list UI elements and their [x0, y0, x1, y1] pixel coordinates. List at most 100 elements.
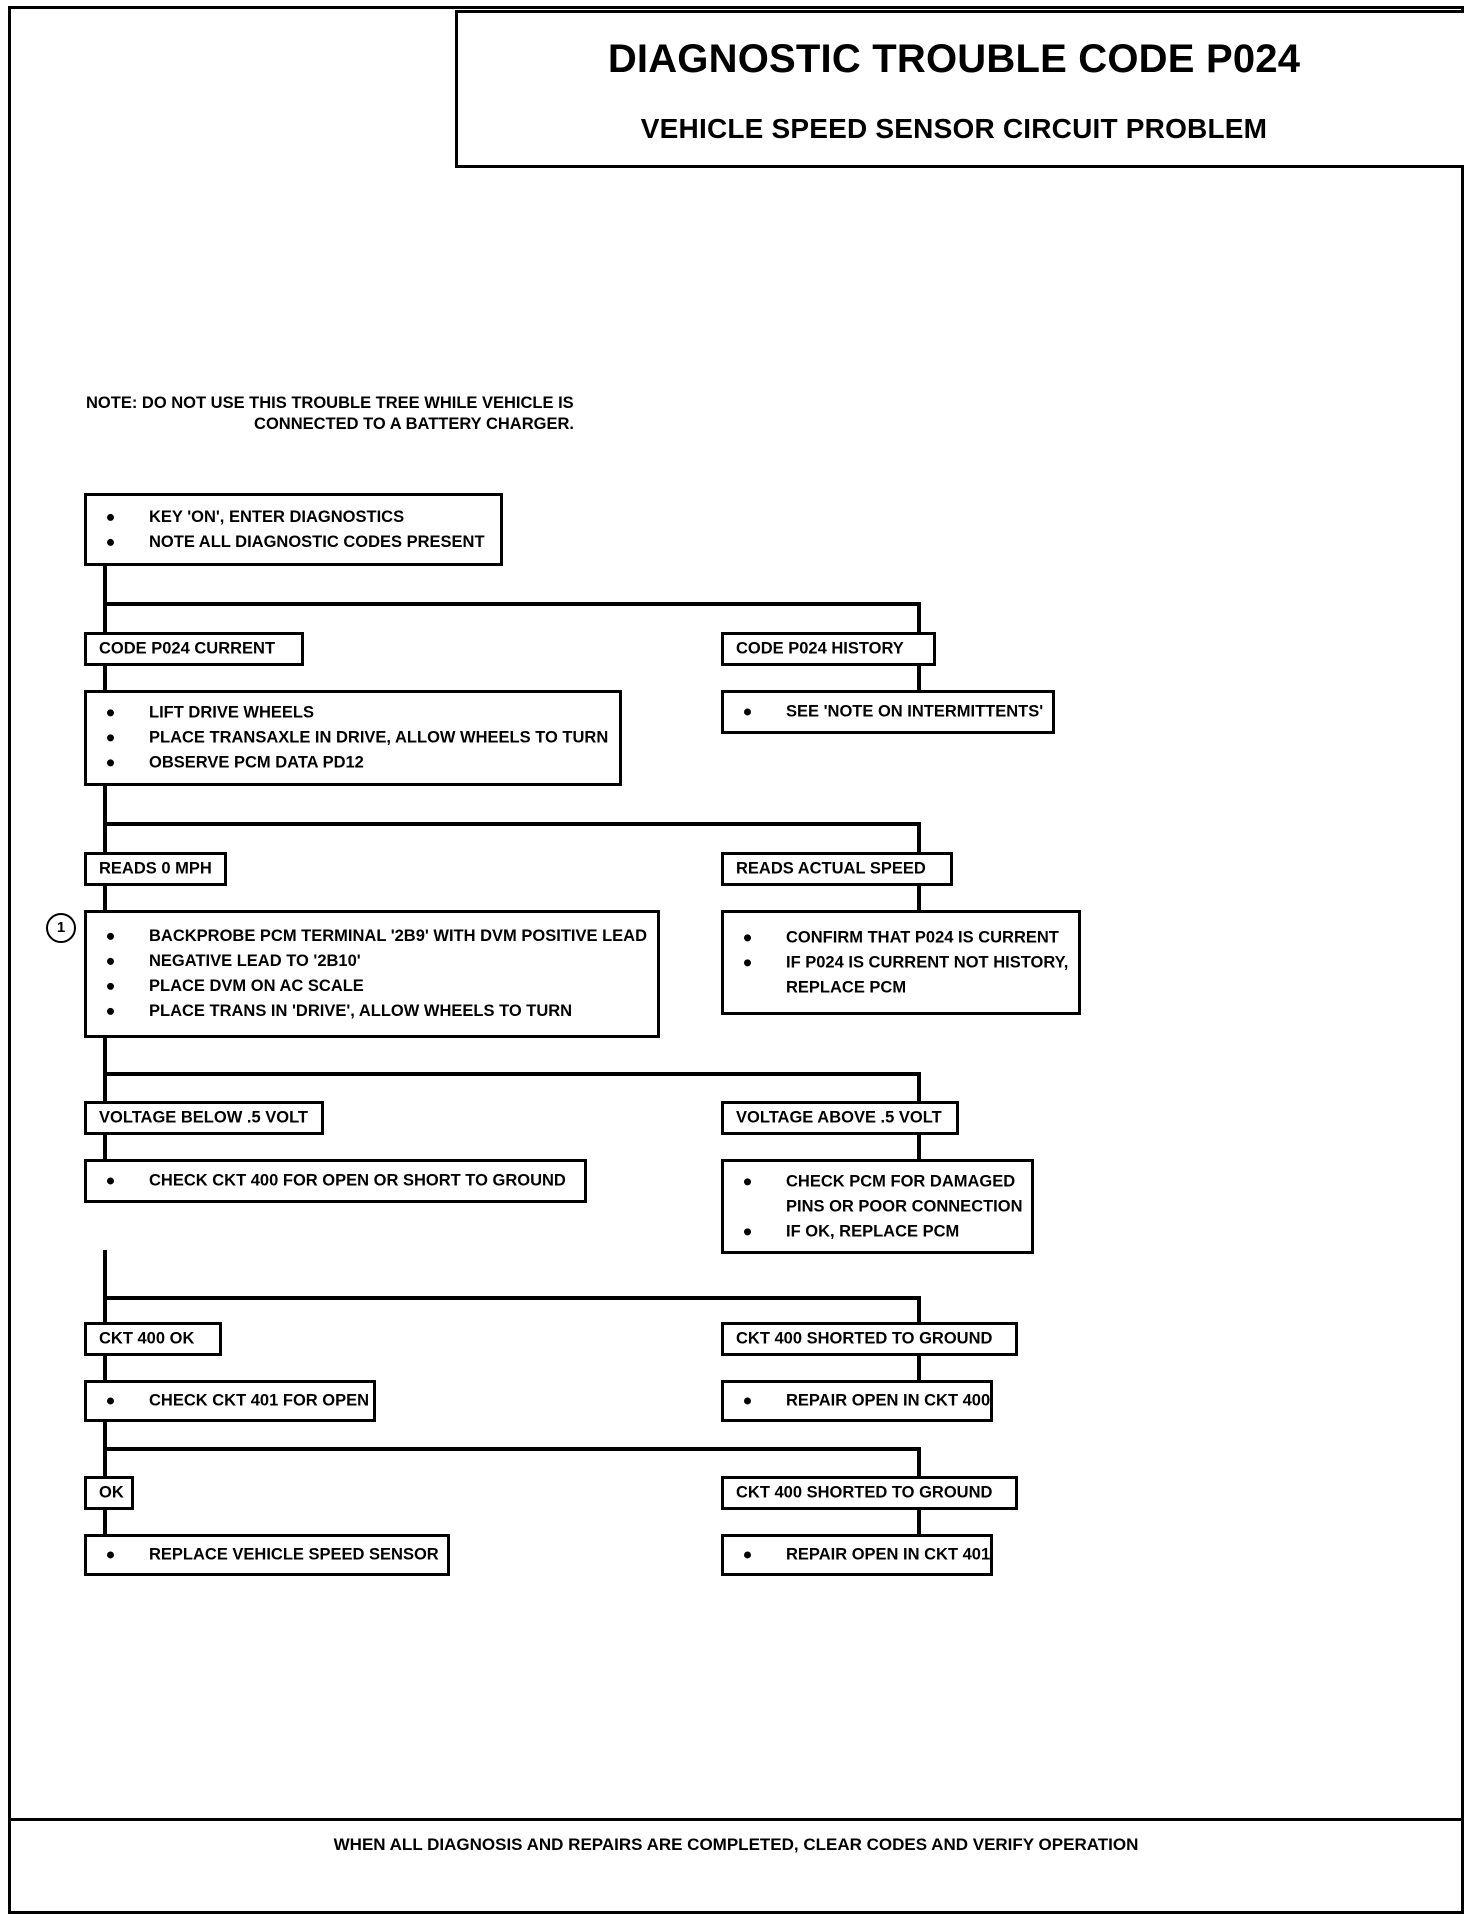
connector-bus-4-right-down	[917, 1296, 921, 1326]
decision-reads-actual-speed[interactable]: READS ACTUAL SPEED	[721, 852, 953, 886]
bullet-dot-icon	[744, 1551, 751, 1559]
list-item: PLACE TRANSAXLE IN DRIVE, ALLOW WHEELS T…	[101, 725, 613, 750]
list-item: REPLACE VEHICLE SPEED SENSOR	[101, 1542, 441, 1567]
list-item: LIFT DRIVE WHEELS	[101, 700, 613, 725]
decision-reads-0-mph[interactable]: READS 0 MPH	[84, 852, 227, 886]
bullet-dot-icon	[744, 958, 751, 966]
check-ckt400-bullet-list: CHECK CKT 400 FOR OPEN OR SHORT TO GROUN…	[101, 1168, 578, 1193]
connector-shortedb-to-repair401	[917, 1508, 921, 1536]
backprobe-bullet-list: BACKPROBE PCM TERMINAL '2B9' WITH DVM PO…	[101, 924, 651, 1024]
decision-ok[interactable]: OK	[84, 1476, 134, 1510]
list-item: CONFIRM THAT P024 IS CURRENT	[738, 925, 1072, 950]
step-repair-open-ckt401[interactable]: REPAIR OPEN IN CKT 401	[721, 1534, 993, 1576]
list-item: BACKPROBE PCM TERMINAL '2B9' WITH DVM PO…	[101, 924, 651, 949]
box-label: READS ACTUAL SPEED	[736, 859, 926, 878]
bullet-dot-icon	[107, 932, 114, 940]
bullet-dot-icon	[107, 1551, 114, 1559]
page-border	[8, 6, 1464, 1914]
footer-text: WHEN ALL DIAGNOSIS AND REPAIRS ARE COMPL…	[333, 1835, 1139, 1854]
list-item: CHECK CKT 401 FOR OPEN	[101, 1388, 369, 1413]
step-see-note-intermittents[interactable]: SEE 'NOTE ON INTERMITTENTS'	[721, 690, 1055, 734]
connector-voltabove-to-checkpcm	[917, 1133, 921, 1161]
page-title: DIAGNOSTIC TROUBLE CODE P024	[607, 37, 1301, 81]
step-check-ckt400[interactable]: CHECK CKT 400 FOR OPEN OR SHORT TO GROUN…	[84, 1159, 587, 1203]
list-item: NEGATIVE LEAD TO '2B10'	[101, 949, 651, 974]
step-backprobe-pcm[interactable]: BACKPROBE PCM TERMINAL '2B9' WITH DVM PO…	[84, 910, 660, 1038]
bullet-dot-icon	[744, 1177, 751, 1185]
connector-bus-1	[103, 602, 921, 606]
bullet-dot-icon	[744, 933, 751, 941]
connector-bus-1-right-down	[917, 602, 921, 636]
list-item: KEY 'ON', ENTER DIAGNOSTICS	[101, 504, 494, 529]
box-label: VOLTAGE ABOVE .5 VOLT	[736, 1108, 942, 1127]
list-item: CHECK CKT 400 FOR OPEN OR SHORT TO GROUN…	[101, 1168, 578, 1193]
list-item-continuation: PINS OR POOR CONNECTION	[786, 1196, 1023, 1215]
start-bullet-list: KEY 'ON', ENTER DIAGNOSTICS NOTE ALL DIA…	[101, 504, 494, 554]
list-item: PLACE DVM ON AC SCALE	[101, 974, 651, 999]
connector-bus-5-right-down	[917, 1447, 921, 1479]
decision-code-p024-history[interactable]: CODE P024 HISTORY	[721, 632, 936, 666]
list-item: NOTE ALL DIAGNOSTIC CODES PRESENT	[101, 530, 494, 555]
replace-vss-bullet-list: REPLACE VEHICLE SPEED SENSOR	[101, 1542, 441, 1567]
list-item-continuation: REPLACE PCM	[786, 978, 907, 997]
see-note-bullet-list: SEE 'NOTE ON INTERMITTENTS'	[738, 699, 1046, 724]
box-label: CODE P024 HISTORY	[736, 639, 904, 658]
decision-ckt400-shorted-a[interactable]: CKT 400 SHORTED TO GROUND	[721, 1322, 1018, 1356]
connector-start-down	[103, 566, 107, 606]
note-line-2: CONNECTED TO A BATTERY CHARGER.	[254, 414, 574, 433]
repair-401-bullet-list: REPAIR OPEN IN CKT 401	[738, 1542, 990, 1567]
step-lift-drive-wheels[interactable]: LIFT DRIVE WHEELS PLACE TRANSAXLE IN DRI…	[84, 690, 622, 786]
connector-bus-4-left-down	[103, 1296, 107, 1326]
step-replace-vehicle-speed-sensor[interactable]: REPLACE VEHICLE SPEED SENSOR	[84, 1534, 450, 1576]
check-ckt401-bullet-list: CHECK CKT 401 FOR OPEN	[101, 1388, 369, 1413]
list-item: REPAIR OPEN IN CKT 400	[738, 1388, 990, 1413]
decision-ckt400-shorted-b[interactable]: CKT 400 SHORTED TO GROUND	[721, 1476, 1018, 1510]
connector-check401-down	[103, 1408, 107, 1450]
step-confirm-p024[interactable]: CONFIRM THAT P024 IS CURRENT IF P024 IS …	[721, 910, 1081, 1015]
bullet-dot-icon	[107, 709, 114, 717]
list-item: IF P024 IS CURRENT NOT HISTORY,REPLACE P…	[738, 950, 1072, 1000]
box-label: CODE P024 CURRENT	[99, 639, 276, 658]
list-item: PLACE TRANS IN 'DRIVE', ALLOW WHEELS TO …	[101, 999, 651, 1024]
connector-bus-5	[103, 1447, 921, 1451]
connector-bus-3-left-down	[103, 1072, 107, 1104]
connector-bus-5-left-down	[103, 1447, 107, 1479]
connector-bus-3	[103, 1072, 921, 1076]
confirm-bullet-list: CONFIRM THAT P024 IS CURRENT IF P024 IS …	[738, 925, 1072, 1000]
connector-history-to-note	[917, 664, 921, 692]
connector-readsactual-to-confirm	[917, 884, 921, 912]
warning-note: NOTE: DO NOT USE THIS TROUBLE TREE WHILE…	[86, 393, 706, 434]
bullet-dot-icon	[107, 759, 114, 767]
bullet-dot-icon	[744, 1397, 751, 1405]
box-label: CKT 400 SHORTED TO GROUND	[736, 1329, 993, 1348]
connector-ok-to-replacevss	[103, 1508, 107, 1536]
box-label: VOLTAGE BELOW .5 VOLT	[99, 1108, 308, 1127]
connector-bus-3-right-down	[917, 1072, 921, 1104]
page-subtitle: VEHICLE SPEED SENSOR CIRCUIT PROBLEM	[640, 113, 1268, 144]
reference-marker-label: 1	[56, 919, 66, 936]
decision-ckt400-ok[interactable]: CKT 400 OK	[84, 1322, 222, 1356]
list-item: IF OK, REPLACE PCM	[738, 1219, 1025, 1244]
step-repair-open-ckt400[interactable]: REPAIR OPEN IN CKT 400	[721, 1380, 993, 1422]
bullet-dot-icon	[107, 983, 114, 990]
connector-shorted-to-repair400	[917, 1354, 921, 1382]
step-check-ckt401[interactable]: CHECK CKT 401 FOR OPEN	[84, 1380, 376, 1422]
note-line-1: NOTE: DO NOT USE THIS TROUBLE TREE WHILE…	[86, 394, 574, 412]
decision-voltage-above[interactable]: VOLTAGE ABOVE .5 VOLT	[721, 1101, 959, 1135]
connector-bus-2-left-down	[103, 822, 107, 856]
box-label: READS 0 MPH	[99, 859, 212, 878]
bullet-dot-icon	[107, 1008, 114, 1016]
decision-code-p024-current[interactable]: CODE P024 CURRENT	[84, 632, 304, 666]
connector-400ok-to-check401	[103, 1354, 107, 1382]
step-start[interactable]: KEY 'ON', ENTER DIAGNOSTICS NOTE ALL DIA…	[84, 493, 503, 566]
decision-voltage-below[interactable]: VOLTAGE BELOW .5 VOLT	[84, 1101, 324, 1135]
connector-current-to-lift	[103, 664, 107, 692]
bullet-dot-icon	[744, 708, 751, 716]
connector-bus-4	[103, 1296, 921, 1300]
connector-bus-2	[103, 822, 921, 826]
footer-divider	[11, 1818, 1461, 1821]
